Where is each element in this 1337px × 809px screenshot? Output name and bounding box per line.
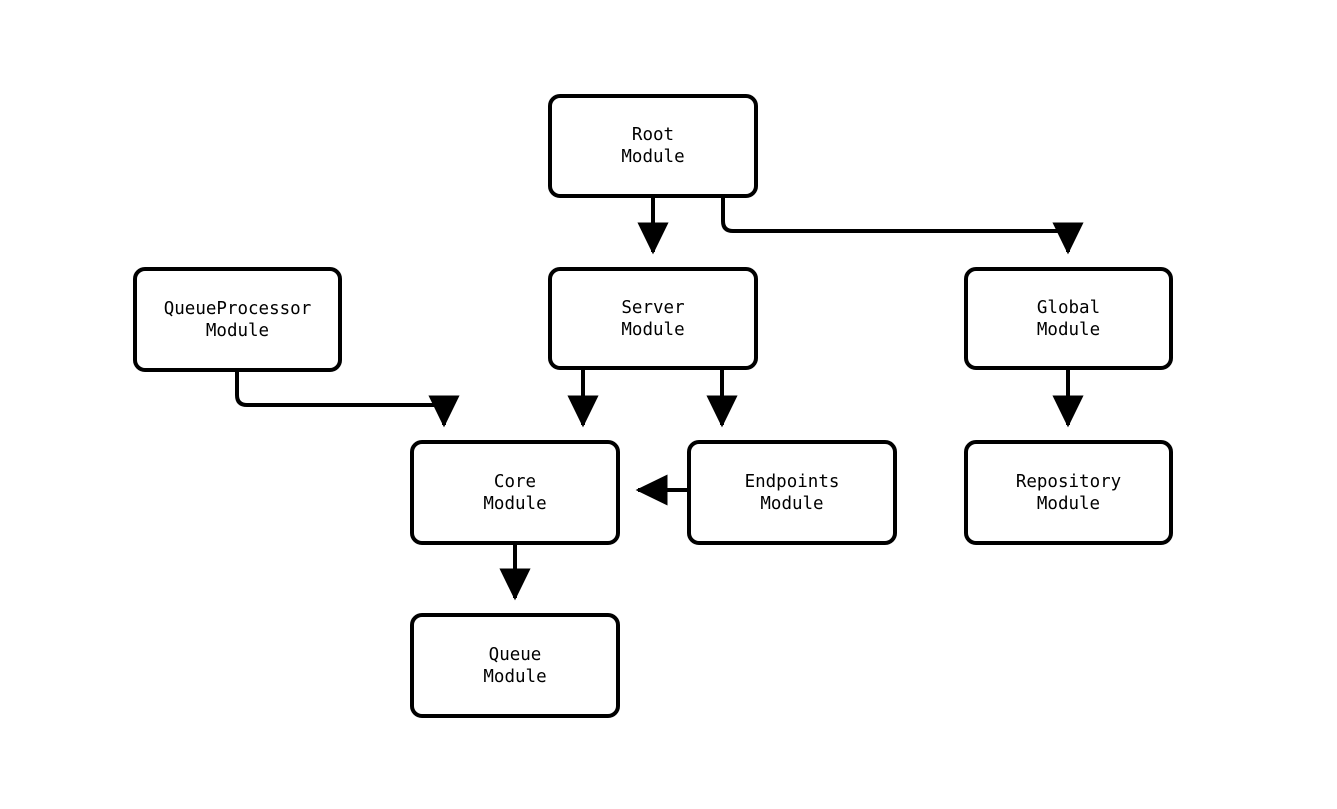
node-queueprocessor-label: QueueProcessor Module: [163, 298, 312, 341]
node-global-label: Global Module: [1036, 297, 1101, 340]
edges-group: [235, 198, 1084, 601]
node-repository-label: Repository Module: [1015, 471, 1122, 514]
edge-root-to-global: [721, 198, 1084, 255]
node-server-label: Server Module: [621, 297, 685, 340]
node-repository[interactable]: Repository Module: [964, 440, 1173, 545]
node-core-label: Core Module: [483, 471, 547, 514]
node-queue[interactable]: Queue Module: [410, 613, 620, 718]
edge-queueprocessor-to-core: [235, 372, 460, 428]
node-root[interactable]: Root Module: [548, 94, 758, 198]
node-endpoints-label: Endpoints Module: [744, 471, 840, 514]
node-server[interactable]: Server Module: [548, 267, 758, 370]
node-queue-label: Queue Module: [483, 644, 547, 687]
node-root-label: Root Module: [621, 125, 685, 167]
node-endpoints[interactable]: Endpoints Module: [687, 440, 897, 545]
node-queueprocessor[interactable]: QueueProcessor Module: [133, 267, 342, 372]
node-global[interactable]: Global Module: [964, 267, 1173, 370]
node-core[interactable]: Core Module: [410, 440, 620, 545]
